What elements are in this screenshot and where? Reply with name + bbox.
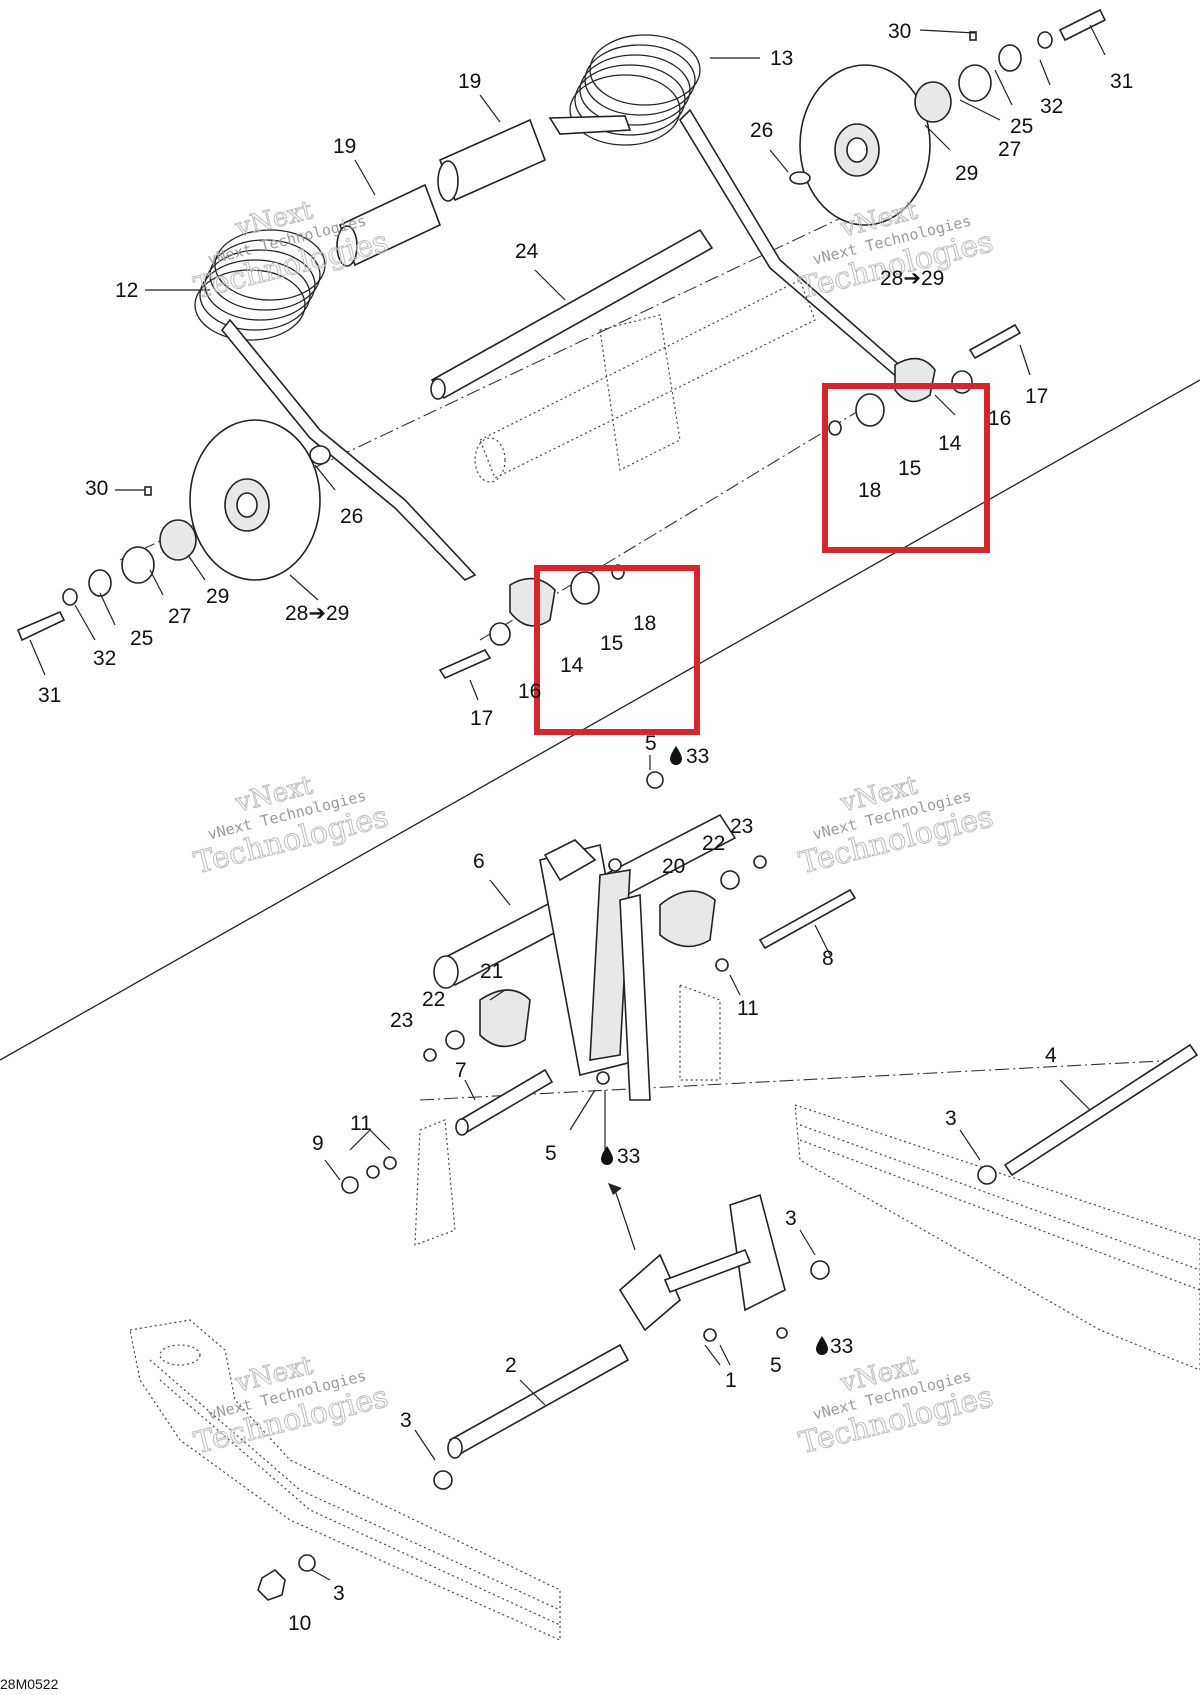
part-label: 7 [455, 1059, 467, 1082]
part-label: 27 [168, 605, 191, 628]
part-label: 28➔29 [880, 267, 944, 290]
part-label: 26 [340, 505, 363, 528]
axle-24 [430, 228, 714, 400]
part-label: 33 [617, 1145, 640, 1168]
part-label: 3 [945, 1107, 957, 1130]
part-label: 12 [115, 279, 138, 302]
part-label: 3 [333, 1582, 345, 1605]
part-label: 18 [858, 479, 881, 502]
hardware-upper-left [16, 445, 625, 680]
part-label: 8 [822, 947, 834, 970]
rail-right [794, 1104, 1200, 1371]
part-label: 25 [1010, 115, 1033, 138]
section-divider-line [0, 379, 1200, 1061]
part-label: 31 [38, 684, 61, 707]
part-label: 19 [333, 135, 356, 158]
part-label: 14 [938, 432, 962, 455]
part-label: 22 [422, 988, 445, 1011]
oil-drop-icon [601, 1146, 613, 1165]
part-label: 24 [515, 240, 539, 263]
part-label: 33 [830, 1335, 853, 1358]
part-label: 3 [785, 1207, 797, 1230]
part-label: 23 [390, 1009, 413, 1032]
part-label: 30 [888, 20, 911, 43]
part-label: 21 [480, 960, 503, 983]
idler-wheel-28-left [189, 419, 321, 581]
drawing-reference-code: 28M0522 [0, 1676, 59, 1692]
part-label: 30 [85, 477, 108, 500]
part-label: 4 [1045, 1044, 1057, 1067]
part-label: 22 [702, 832, 725, 855]
part-label: 16 [988, 407, 1011, 430]
part-label: 14 [560, 654, 584, 677]
pivot-bracket-1 [257, 1043, 1199, 1601]
part-label: 9 [312, 1132, 324, 1155]
watermark-4: vNext vNext Technologies Technologies [795, 770, 997, 882]
part-label: 15 [600, 632, 623, 655]
idler-wheel-28-right [799, 64, 931, 226]
part-label: 20 [662, 855, 685, 878]
part-label: 6 [473, 850, 485, 873]
pivot-arm-assembly [414, 771, 857, 1246]
part-label: 33 [686, 745, 709, 768]
highlight-box-right [822, 383, 990, 553]
part-label: 17 [470, 707, 493, 730]
part-label: 29 [206, 585, 229, 608]
part-label: 2 [505, 1354, 517, 1377]
part-label: 3 [400, 1409, 412, 1432]
cross-shaft-carrier [474, 279, 816, 483]
watermark-3: vNext vNext Technologies Technologies [190, 770, 392, 882]
rail-left [129, 1319, 561, 1641]
callout-labels: 30 31 32 25 27 29 13 19 19 26 12 24 28➔2… [38, 20, 1133, 1635]
part-label: 11 [350, 1112, 372, 1135]
part-label: 31 [1110, 70, 1133, 93]
part-label: 17 [1025, 385, 1048, 408]
oil-drop-icon [670, 746, 682, 765]
part-label: 5 [545, 1142, 557, 1165]
part-label: 32 [93, 647, 116, 670]
pivot-bushings-20-21 [341, 855, 767, 1194]
part-label: 25 [130, 627, 153, 650]
part-label: 23 [730, 815, 753, 838]
part-label: 26 [750, 119, 773, 142]
highlight-box-left [534, 565, 700, 735]
part-label: 13 [770, 47, 793, 70]
part-label: 16 [518, 680, 541, 703]
hardware-upper-right [789, 8, 1107, 436]
part-label: 19 [458, 70, 481, 93]
part-label: 29 [955, 162, 978, 185]
sleeve-19-a [437, 118, 547, 202]
oil-drop-icon [816, 1336, 828, 1355]
part-label: 28➔29 [285, 602, 349, 625]
part-label: 18 [633, 612, 656, 635]
part-label: 32 [1040, 95, 1063, 118]
part-label: 5 [645, 732, 657, 755]
sleeve-19-b [336, 183, 442, 267]
watermark-5: vNext vNext Technologies Technologies [190, 1350, 392, 1462]
part-label: 15 [898, 457, 921, 480]
watermark-1: vNext vNext Technologies Technologies [190, 195, 392, 307]
part-label: 10 [288, 1612, 311, 1635]
leader-lines [29, 24, 1106, 1581]
axis-line-lower [419, 1059, 1181, 1101]
part-label: 5 [770, 1354, 782, 1377]
watermark-6: vNext vNext Technologies Technologies [795, 1350, 997, 1462]
part-label: 27 [998, 138, 1021, 161]
torsion-spring-12 [194, 229, 477, 581]
part-label: 11 [737, 997, 759, 1020]
part-label: 1 [725, 1369, 737, 1392]
